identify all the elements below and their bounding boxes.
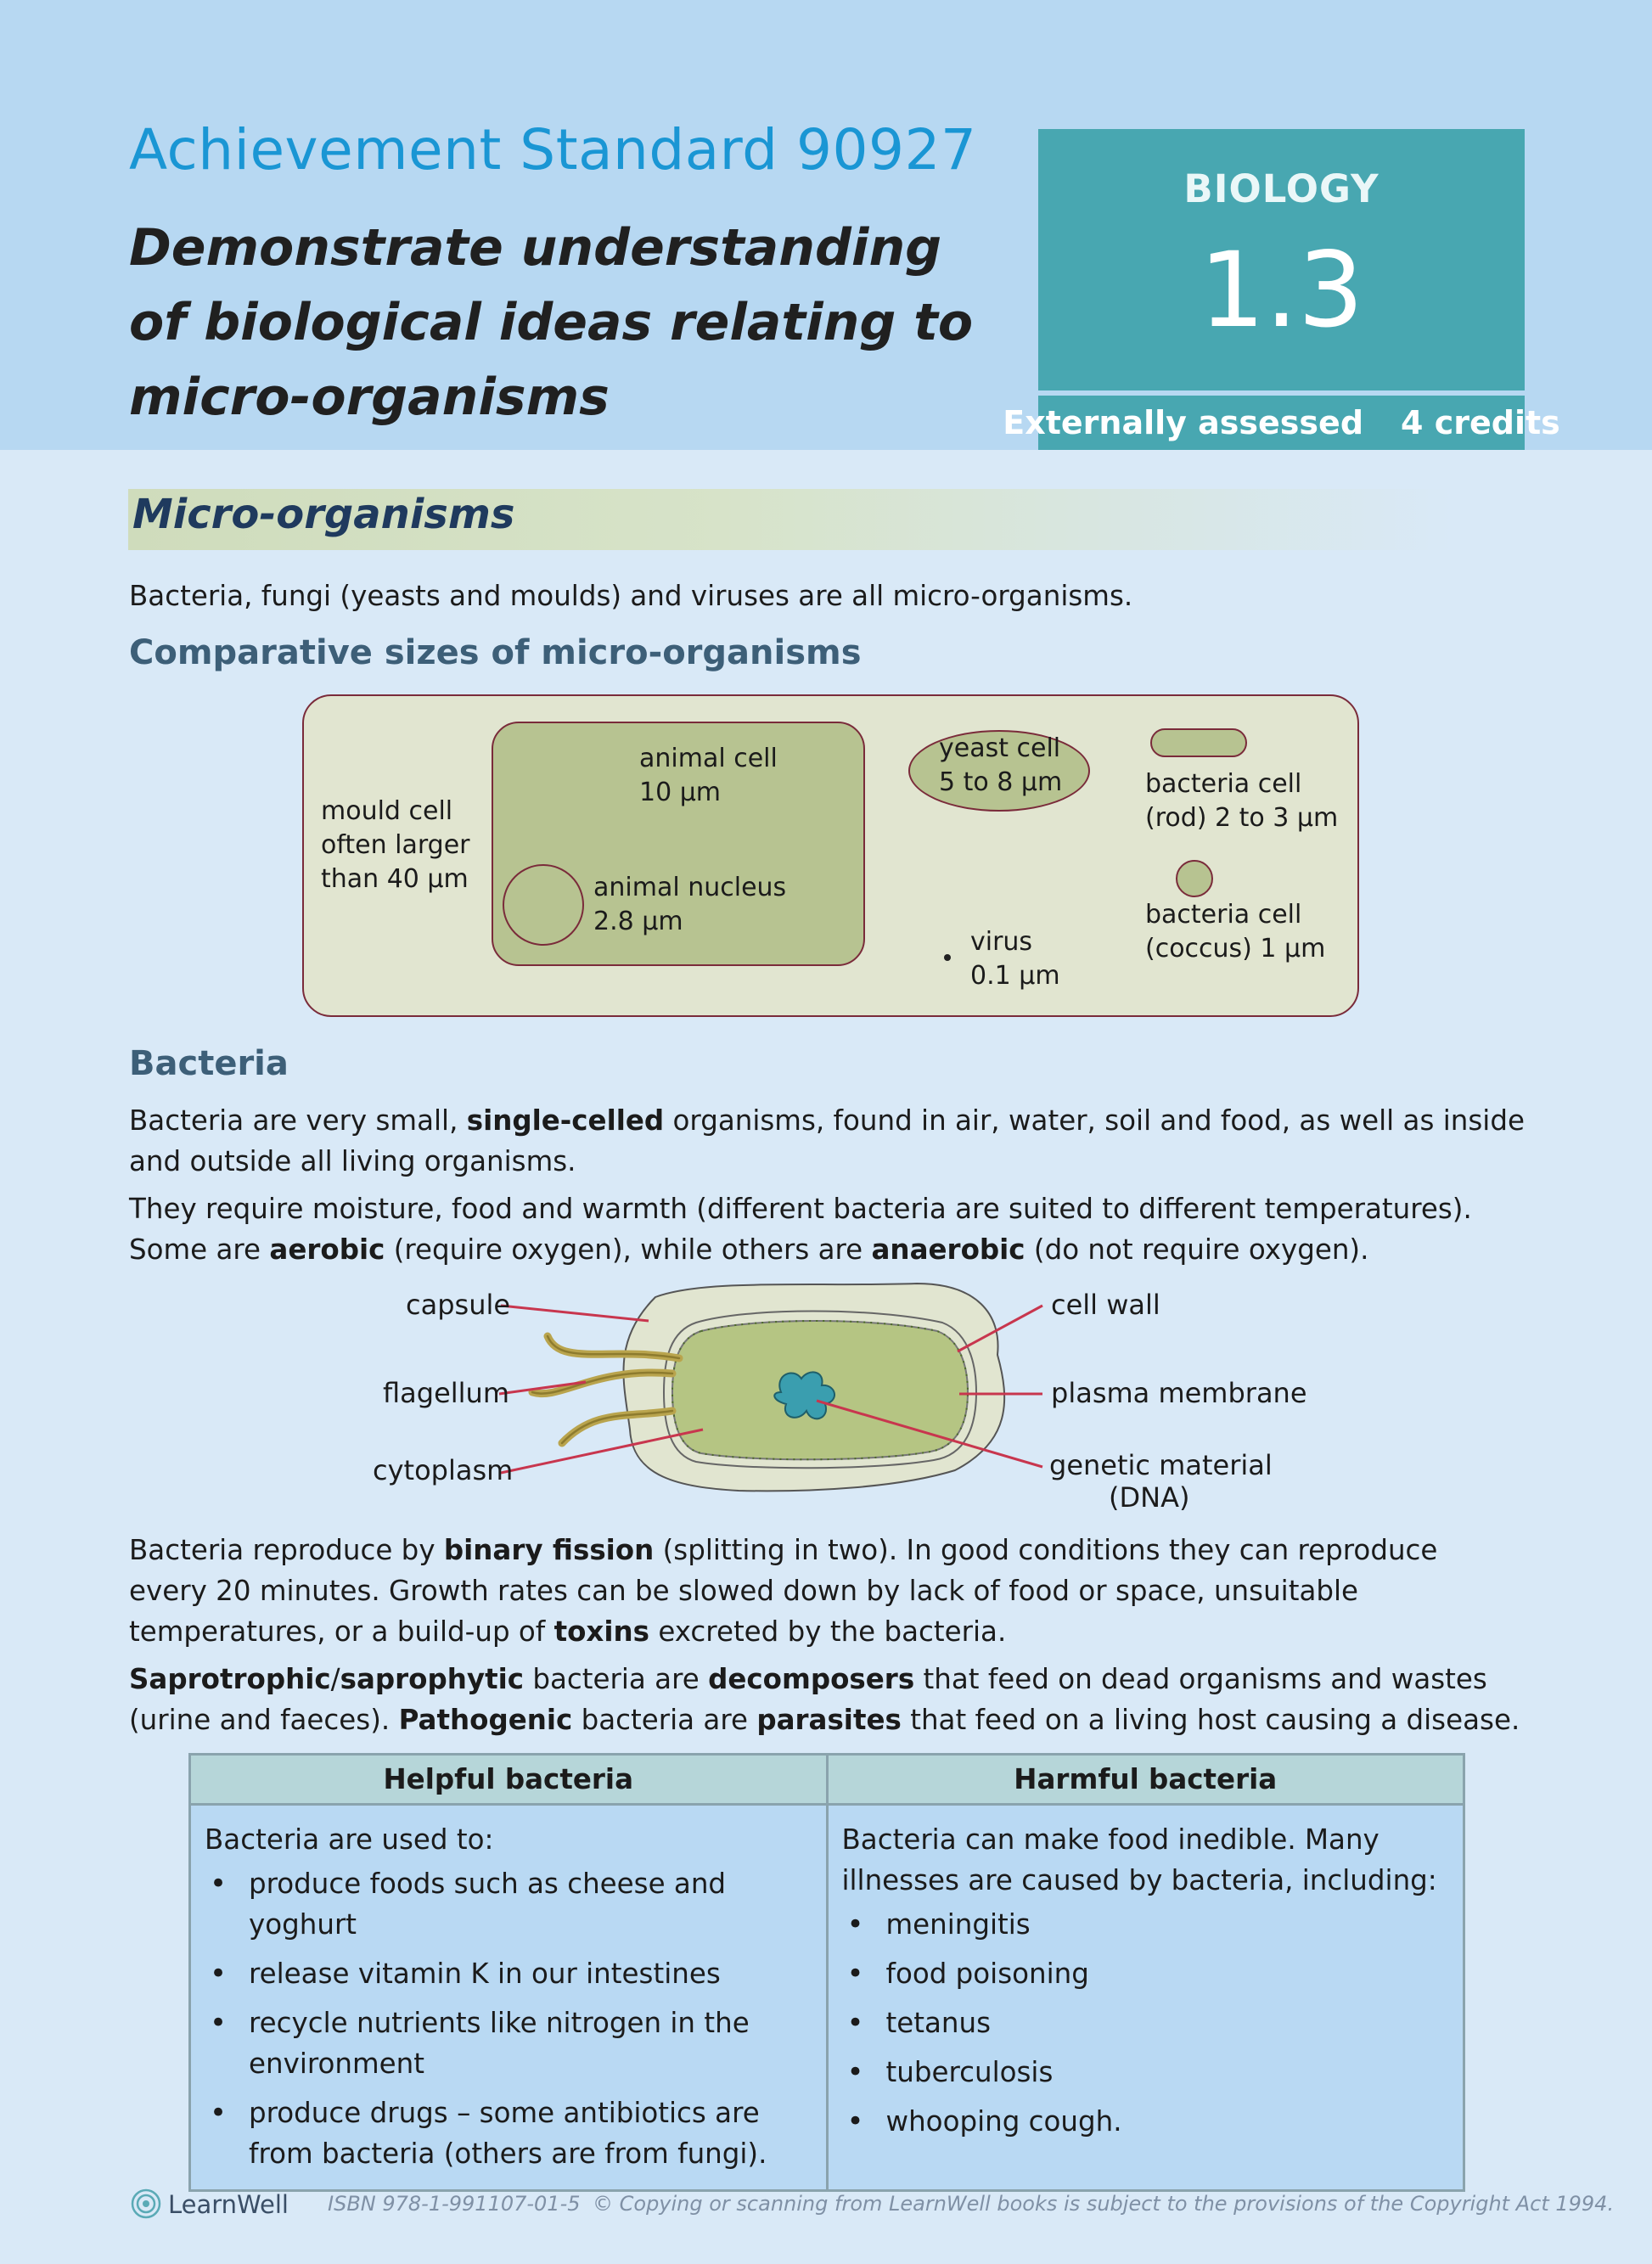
- list-item: whooping cough.: [842, 2101, 1450, 2142]
- badge-subject: BIOLOGY: [1183, 166, 1379, 211]
- standard-title: Achievement Standard 90927: [129, 117, 977, 183]
- standard-subtitle: Demonstrate understanding of biological …: [129, 218, 974, 427]
- bacteria-paragraph-2: They require moisture, food and warmth (…: [129, 1193, 1472, 1266]
- harmful-cell: Bacteria can make food inedible. Many il…: [825, 1803, 1465, 2192]
- label-flagellum: flagellum: [383, 1377, 509, 1409]
- harmful-intro: Bacteria can make food inedible. Many il…: [841, 1823, 1437, 1896]
- table-header-row: Helpful bacteria Harmful bacteria: [188, 1753, 1465, 1806]
- table-row: Bacteria are used to: produce foods such…: [188, 1803, 1465, 2192]
- bacteria-paragraph-1: Bacteria are very small, single-celled o…: [129, 1104, 1525, 1177]
- credits: 4 credits: [1401, 404, 1560, 441]
- harmful-list: meningitis food poisoning tetanus tuberc…: [842, 1904, 1450, 2142]
- list-item: release vitamin K in our intestines: [205, 1953, 812, 1994]
- harmful-header: Harmful bacteria: [825, 1753, 1465, 1806]
- helpful-cell: Bacteria are used to: produce foods such…: [188, 1803, 829, 2192]
- helpful-list: produce foods such as cheese and yoghurt…: [205, 1863, 812, 2174]
- badge-level: 1.3: [1199, 230, 1364, 351]
- pointer-lines: [498, 1304, 1043, 1475]
- intro-paragraph: Bacteria, fungi (yeasts and moulds) and …: [129, 580, 1133, 612]
- bacteria-rod-shape: [1150, 728, 1247, 757]
- label-cytoplasm: cytoplasm: [373, 1454, 514, 1486]
- bacteria-coccus-shape: [1176, 860, 1213, 897]
- virus-dot: [944, 954, 951, 961]
- animal-cell-label: animal cell 10 µm: [639, 744, 778, 807]
- learnwell-brand: LearnWell: [168, 2190, 289, 2219]
- copyright-notice: © Copying or scanning from LearnWell boo…: [593, 2192, 1615, 2216]
- virus-label: virus 0.1 µm: [970, 927, 1060, 991]
- subject-badge: BIOLOGY 1.3: [1038, 129, 1525, 390]
- assessment-type: Externally assessed: [1003, 404, 1364, 441]
- cell-wall-shape: [662, 1310, 978, 1469]
- yeast-cell-shape: [908, 730, 1090, 812]
- label-dna: (DNA): [1109, 1481, 1190, 1514]
- bacteria-paragraph-3: Bacteria reproduce by binary fission (sp…: [129, 1534, 1438, 1648]
- list-item: produce drugs – some antibiotics are fro…: [205, 2093, 812, 2174]
- bacteria-heading: Bacteria: [129, 1044, 289, 1083]
- label-capsule: capsule: [406, 1289, 511, 1321]
- section-bar: [128, 489, 1453, 550]
- list-item: recycle nutrients like nitrogen in the e…: [205, 2003, 812, 2084]
- list-item: tetanus: [842, 2003, 1450, 2043]
- sizes-heading: Comparative sizes of micro-organisms: [129, 633, 862, 672]
- label-plasma-membrane: plasma membrane: [1051, 1377, 1307, 1409]
- label-genetic-material: genetic material: [1049, 1449, 1273, 1481]
- bacteria-table: Helpful bacteria Harmful bacteria Bacter…: [188, 1753, 1465, 2192]
- mould-label: mould cell often larger than 40 µm: [321, 796, 470, 894]
- animal-nucleus-shape: [503, 864, 584, 946]
- helpful-intro: Bacteria are used to:: [205, 1823, 494, 1856]
- bacteria-coccus-label: bacteria cell (coccus) 1 µm: [1145, 900, 1326, 963]
- label-cell-wall: cell wall: [1051, 1289, 1160, 1321]
- badge-footer: Externally assessed 4 credits: [1003, 396, 1560, 450]
- bacteria-paragraph-4: Saprotrophic/saprophytic bacteria are de…: [129, 1663, 1520, 1736]
- section-title: Micro-organisms: [132, 491, 515, 538]
- list-item: food poisoning: [842, 1953, 1450, 1994]
- list-item: meningitis: [842, 1904, 1450, 1945]
- learnwell-logo-icon: [131, 2188, 161, 2219]
- list-item: produce foods such as cheese and yoghurt: [205, 1863, 812, 1945]
- isbn: ISBN 978-1-991107-01-5: [328, 2192, 581, 2216]
- animal-nucleus-label: animal nucleus 2.8 µm: [593, 873, 787, 936]
- bacteria-rod-label: bacteria cell (rod) 2 to 3 µm: [1145, 769, 1339, 833]
- list-item: tuberculosis: [842, 2052, 1450, 2093]
- bacterium-diagram: [498, 1282, 1043, 1492]
- helpful-header: Helpful bacteria: [188, 1753, 829, 1806]
- yeast-cell-label: yeast cell 5 to 8 µm: [939, 733, 1063, 797]
